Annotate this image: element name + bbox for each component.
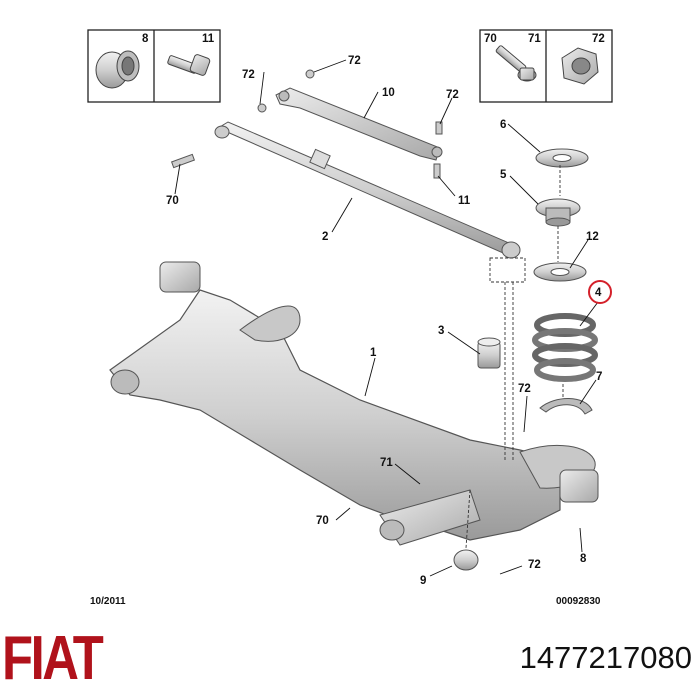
callout-11-box: 11	[202, 33, 215, 45]
part-number: 1477217080	[519, 640, 692, 675]
flange-nut-icon	[561, 47, 599, 85]
fastener-group	[170, 69, 443, 179]
assembly-guide-lines	[465, 165, 564, 549]
callout-70b: 70	[316, 515, 329, 527]
flange-bolt-icon	[495, 45, 537, 82]
callout-71-box: 71	[528, 33, 541, 45]
support-strut	[275, 87, 443, 161]
callout-3: 3	[438, 325, 444, 337]
panhard-rod	[214, 121, 521, 259]
callout-72e: 72	[528, 559, 541, 571]
callout-70-box: 70	[484, 33, 497, 45]
callout-72a: 72	[242, 69, 255, 81]
spring-insulator	[533, 262, 587, 282]
bump-stop	[477, 337, 501, 369]
callout-12: 12	[586, 231, 599, 243]
callout-2: 2	[322, 231, 328, 243]
callout-10: 10	[382, 87, 395, 99]
inset-box-70-71-72: 70 71 72	[479, 29, 613, 103]
callout-71: 71	[380, 457, 393, 469]
bushing-9	[453, 549, 479, 571]
spring-pad-top	[535, 148, 589, 168]
spring-seat-upper	[535, 198, 581, 227]
callout-labels: 72 72 10 72 11 70 2 6 5 12 4 1 3 7 72 71…	[166, 55, 602, 587]
callout-5: 5	[500, 169, 507, 181]
fiat-logo: FIAT	[2, 624, 104, 693]
callout-9: 9	[420, 575, 426, 587]
date-code: 10/2011	[90, 596, 126, 607]
callout-1: 1	[370, 347, 377, 359]
callout-72c: 72	[446, 89, 459, 101]
callout-11: 11	[458, 195, 471, 207]
callout-72b: 72	[348, 55, 361, 67]
callout-6: 6	[500, 119, 506, 131]
callout-4: 4	[595, 287, 602, 299]
callout-72d: 72	[518, 383, 531, 395]
callout-8: 8	[580, 553, 587, 565]
coil-spring	[532, 313, 598, 382]
bolt-icon	[167, 54, 211, 76]
callout-70a: 70	[166, 195, 179, 207]
highlight-ring-4	[588, 280, 612, 304]
drawing-reference: 00092830	[556, 596, 601, 607]
bushing-icon	[95, 50, 140, 89]
callout-7: 7	[596, 371, 602, 383]
callout-72-box: 72	[592, 33, 605, 45]
rear-axle-beam	[109, 261, 599, 546]
spring-lower-seat	[539, 398, 593, 415]
leader-lines	[174, 59, 599, 577]
inset-box-8-11: 8 11	[87, 29, 221, 103]
callout-8-box: 8	[142, 33, 149, 45]
